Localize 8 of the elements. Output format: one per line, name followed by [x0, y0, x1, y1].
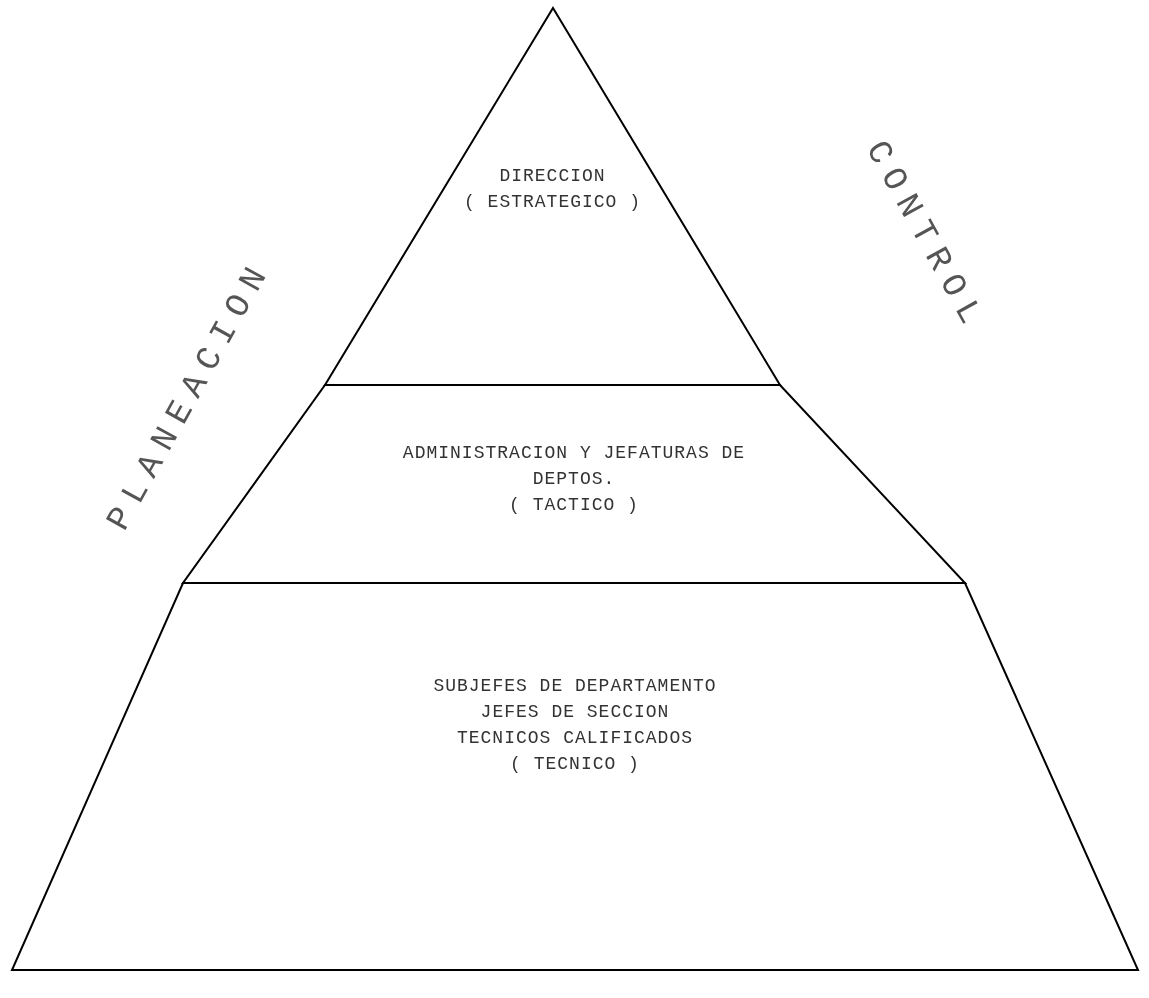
level-title: JEFES DE SECCION	[480, 701, 670, 724]
level-title: DIRECCION	[499, 165, 606, 188]
level-title: SUBJEFES DE DEPARTAMENTO	[433, 675, 717, 698]
level-type-label: ( TACTICO )	[509, 494, 639, 517]
level-type-label: ( TECNICO )	[510, 753, 640, 776]
level-type-label: ( ESTRATEGICO )	[464, 191, 641, 214]
level-title: ADMINISTRACION Y JEFATURAS DE DEPTOS.	[401, 442, 747, 491]
level-title: TECNICOS CALIFICADOS	[456, 727, 693, 750]
